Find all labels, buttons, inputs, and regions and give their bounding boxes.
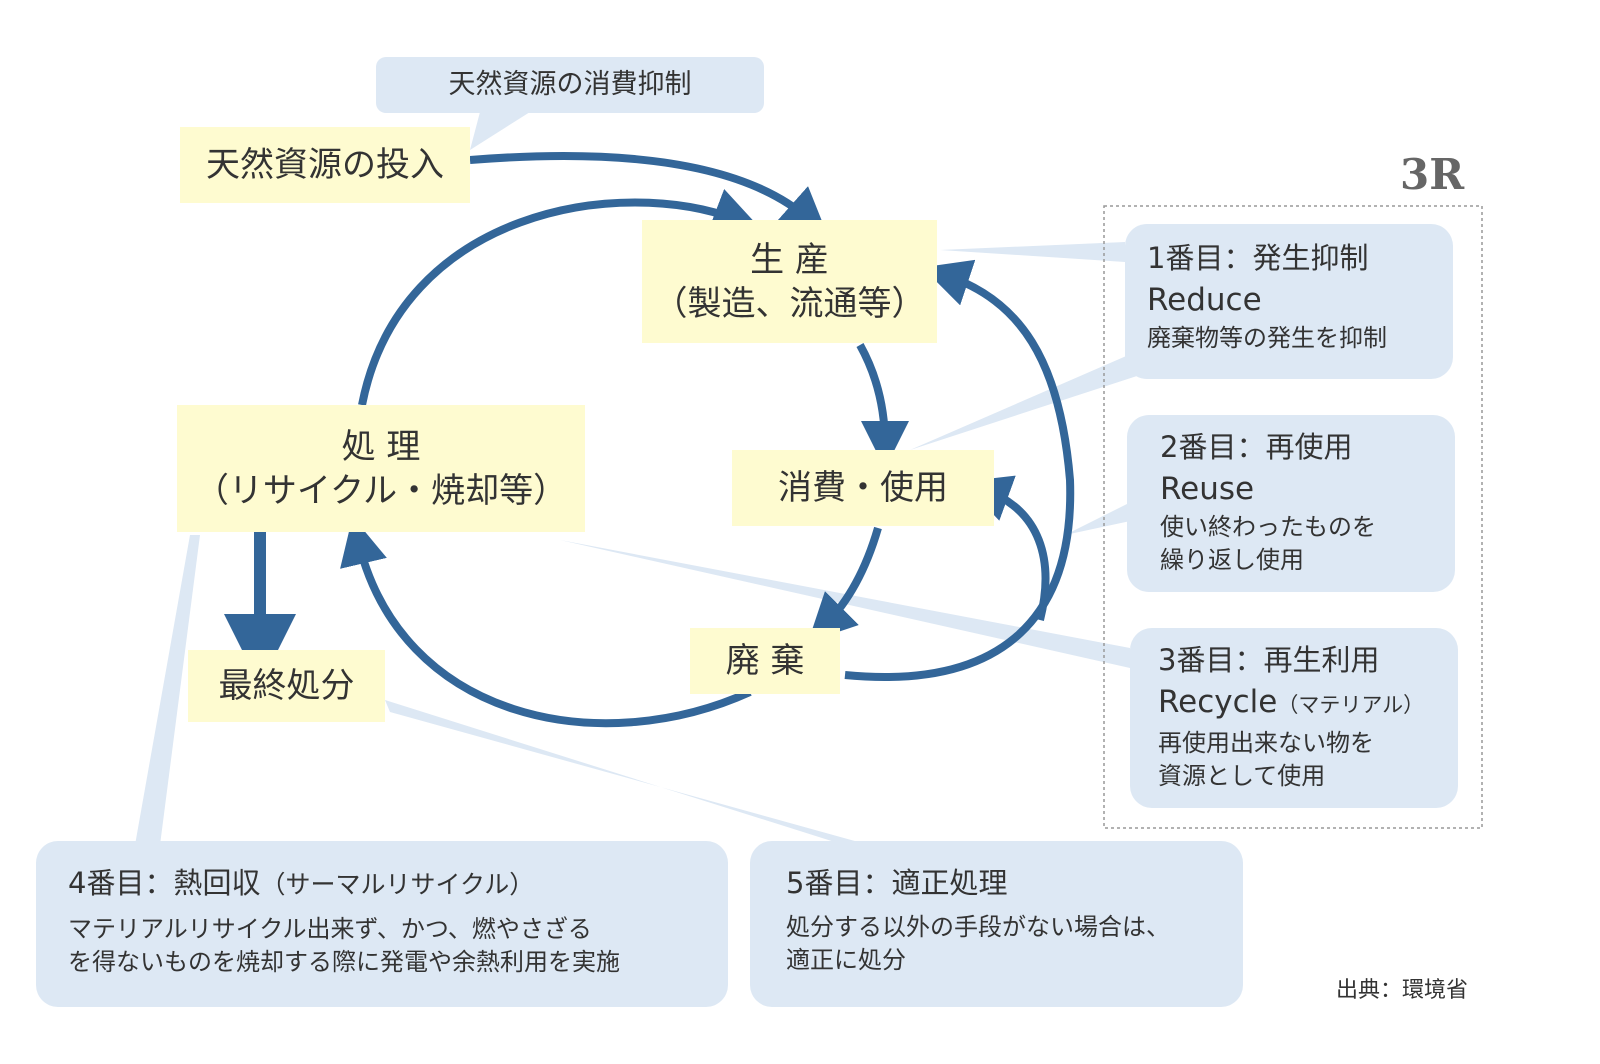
heat-desc-2: を得ないものを焼却する際に発電や余熱利用を実施 <box>68 948 620 976</box>
node-disposal-label: 廃 棄 <box>725 641 805 681</box>
node-production: 生 産 （製造、流通等） <box>642 220 937 343</box>
reduce-en: Reduce <box>1147 282 1262 318</box>
reuse-desc-2: 繰り返し使用 <box>1160 546 1304 574</box>
node-input-label: 天然資源の投入 <box>206 145 444 185</box>
proper-disposal-box: 5番目：適正処理 処分する以外の手段がない場合は、 適正に処分 <box>750 841 1243 1007</box>
heat-title-line: 4番目：熱回収（サーマルリサイクル） <box>68 863 728 905</box>
connector-reduce-2 <box>910 350 1140 450</box>
callout-tail <box>470 112 530 150</box>
node-treatment: 処 理 （リサイクル・焼却等） <box>177 405 585 532</box>
recycle-desc-2: 資源として使用 <box>1158 762 1326 790</box>
three-r-frame <box>1103 205 1483 829</box>
reuse-title: 2番目：再使用 <box>1160 430 1353 464</box>
reuse-desc-1: 使い終わったものを <box>1160 513 1376 541</box>
proper-desc-2: 適正に処分 <box>786 946 906 974</box>
connector-heat <box>135 535 200 845</box>
node-production-line2: （製造、流通等） <box>653 283 926 324</box>
node-treatment-line2: （リサイクル・焼却等） <box>194 470 568 511</box>
node-treatment-line1: 処 理 <box>341 426 421 467</box>
recycle-en-note: （マテリアル） <box>1277 693 1425 717</box>
node-final-label: 最終処分 <box>218 666 355 706</box>
proper-desc-1: 処分する以外の手段がない場合は、 <box>786 913 1170 941</box>
recycle-desc-1: 再使用出来ない物を <box>1158 729 1374 757</box>
connector-reuse <box>1065 500 1135 535</box>
node-input: 天然資源の投入 <box>180 127 470 203</box>
arrow-disposal-to-treatment <box>340 516 752 728</box>
proper-title: 5番目：適正処理 <box>786 866 1008 900</box>
heat-desc-1: マテリアルリサイクル出来ず、かつ、燃やさざる <box>68 915 592 943</box>
node-final: 最終処分 <box>188 650 385 722</box>
arrow-input-to-production <box>469 152 828 236</box>
connector-proper <box>385 700 880 850</box>
node-production-line1: 生 産 <box>750 239 829 280</box>
arrow-treatment-to-production <box>358 189 761 406</box>
node-disposal: 廃 棄 <box>690 628 840 694</box>
reuse-box: 2番目：再使用 Reuse 使い終わったものを 繰り返し使用 <box>1127 415 1455 592</box>
source-note: 出典：環境省 <box>1336 978 1469 1003</box>
recycle-box: 3番目：再生利用 Recycle（マテリアル） 再使用出来ない物を 資源として使… <box>1130 628 1458 808</box>
heat-title-note: （サーマルリサイクル） <box>260 870 535 899</box>
reduce-desc: 廃棄物等の発生を抑制 <box>1147 324 1387 352</box>
three-r-label: 3R <box>1400 150 1465 199</box>
arrow-disposal-to-production <box>844 259 1075 681</box>
callout-box: 天然資源の消費抑制 <box>376 57 764 113</box>
reduce-box: 1番目：発生抑制 Reduce 廃棄物等の発生を抑制 <box>1125 224 1453 379</box>
recycle-title: 3番目：再生利用 <box>1158 643 1380 677</box>
arrow-production-to-consumption <box>856 343 909 469</box>
reuse-en: Reuse <box>1160 471 1255 507</box>
reduce-title: 1番目：発生抑制 <box>1147 241 1369 275</box>
callout-text: 天然資源の消費抑制 <box>448 69 692 100</box>
node-consumption: 消費・使用 <box>732 450 994 526</box>
heat-recovery-box: 4番目：熱回収（サーマルリサイクル） マテリアルリサイクル出来ず、かつ、燃やさざ… <box>36 841 728 1007</box>
heat-title: 4番目：熱回収 <box>68 866 261 900</box>
recycle-en-line: Recycle（マテリアル） <box>1158 680 1458 727</box>
arrow-consumption-to-disposal <box>808 526 882 642</box>
node-consumption-label: 消費・使用 <box>778 468 948 508</box>
connector-reduce <box>940 242 1125 262</box>
recycle-en: Recycle <box>1158 684 1278 720</box>
arrow-disposal-to-consumption <box>962 475 1050 621</box>
